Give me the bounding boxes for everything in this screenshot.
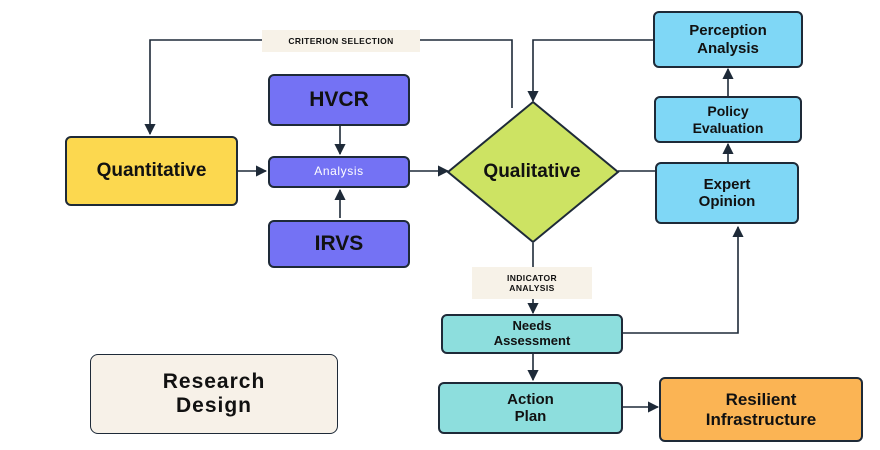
resilient-infrastructure-node: Resilient Infrastructure	[659, 377, 863, 442]
needs-assessment-node: Needs Assessment	[441, 314, 623, 354]
qualitative-decision-diamond	[446, 100, 620, 244]
qualitative-node-label: Qualitative	[483, 161, 581, 182]
research-design-title: Research Design	[90, 354, 338, 434]
edge-needs-assessment-to-expert-opinion	[623, 225, 744, 334]
hvcr-node: HVCR	[268, 74, 410, 126]
indicator-analysis-label: INDICATOR ANALYSIS	[472, 267, 592, 299]
quantitative-node: Quantitative	[65, 136, 238, 206]
edge-perception-analysis-to-qualitative	[527, 39, 653, 103]
action-plan-node: Action Plan	[438, 382, 623, 434]
analysis-node: Analysis	[268, 156, 410, 188]
criterion-selection-label: CRITERION SELECTION	[262, 30, 420, 52]
expert-opinion-node: Expert Opinion	[655, 162, 799, 224]
policy-evaluation-node: Policy Evaluation	[654, 96, 802, 143]
perception-analysis-node: Perception Analysis	[653, 11, 803, 68]
irvs-node: IRVS	[268, 220, 410, 268]
